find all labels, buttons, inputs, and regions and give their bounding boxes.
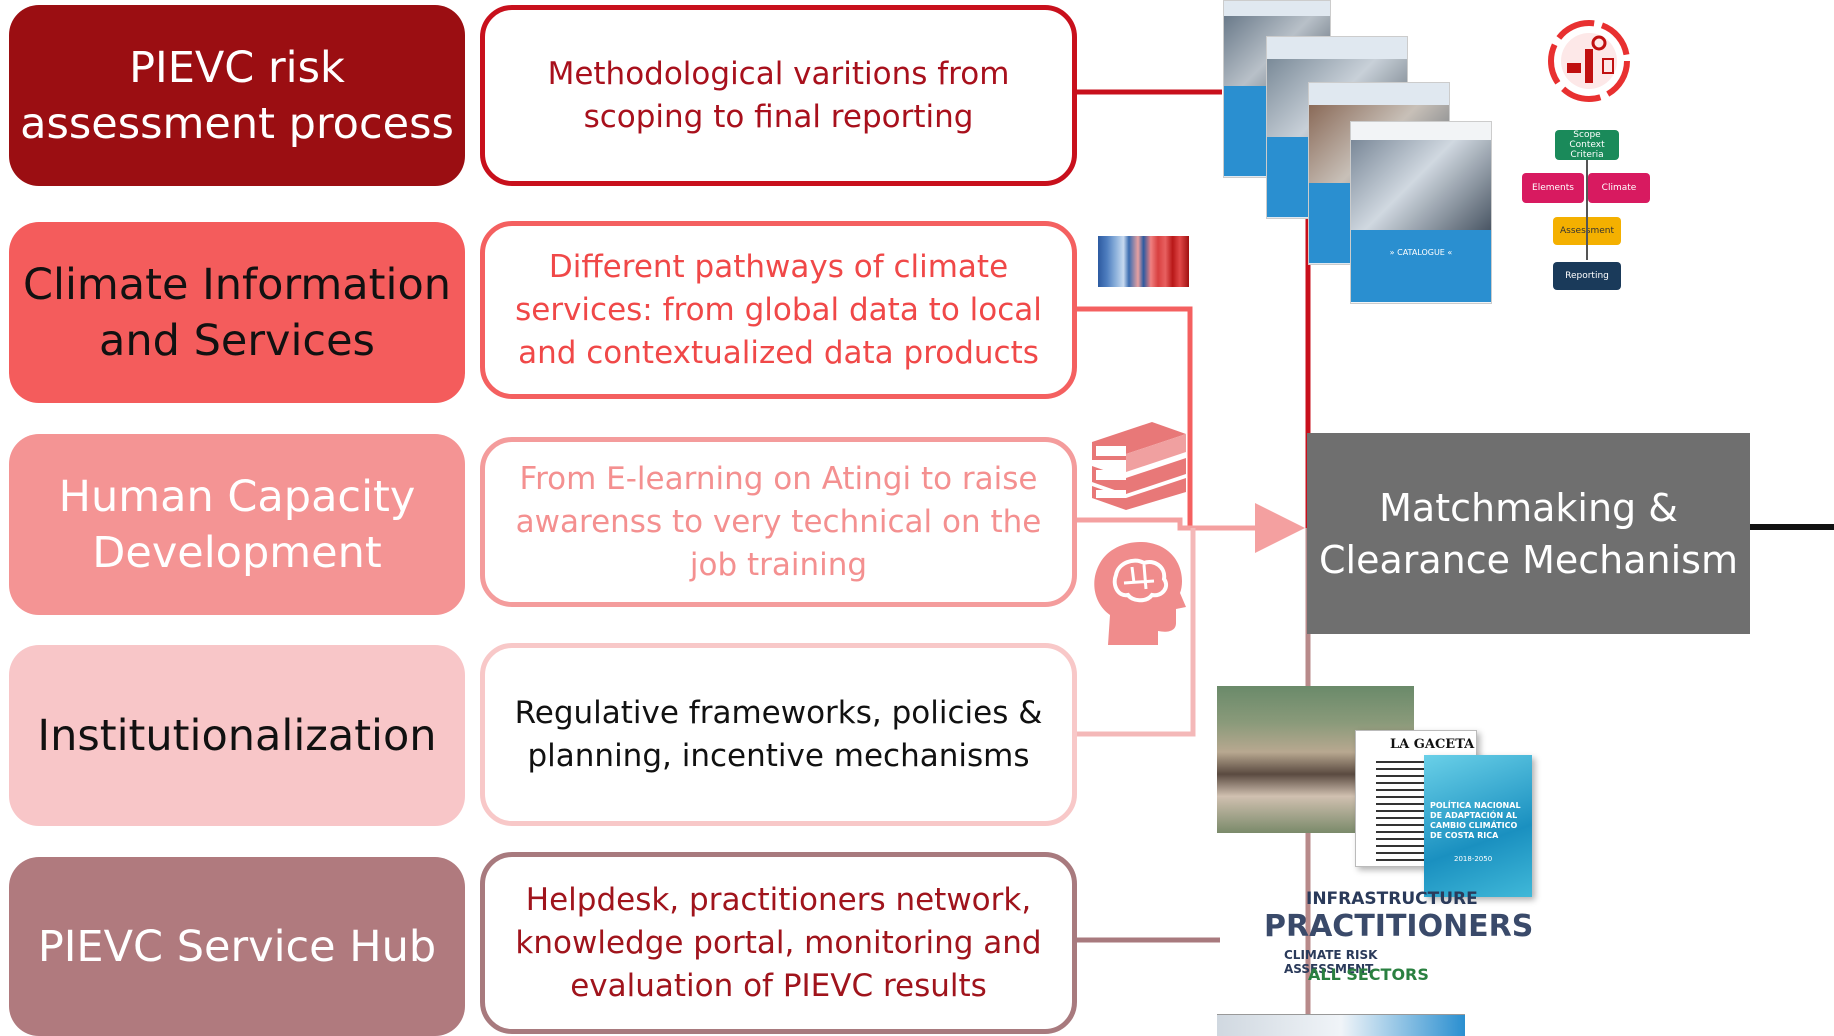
desc-institutionalization: Regulative frameworks, policies & planni… — [480, 643, 1077, 826]
step-reporting: Reporting — [1553, 262, 1621, 290]
step-elements: Elements — [1522, 173, 1584, 203]
step-scope: Scope Context Criteria — [1555, 130, 1619, 160]
wordcloud-all-sectors: ALL SECTORS — [1308, 965, 1429, 984]
practitioners-wordcloud: INFRASTRUCTURE PRACTITIONERS CLIMATE RIS… — [1222, 887, 1533, 995]
policy-cover-years: 2018-2050 — [1454, 855, 1493, 863]
catalogue-label: » CATALOGUE « — [1389, 248, 1453, 257]
policy-document-cover: POLÍTICA NACIONAL DE ADAPTACIÓN AL CAMBI… — [1424, 755, 1532, 897]
desc-climate-information: Different pathways of climate services: … — [480, 221, 1077, 399]
process-flow-arrows — [1586, 160, 1588, 260]
pillar-climate-information: Climate Information and Services — [9, 222, 465, 403]
pillar-institutionalization: Institutionalization — [9, 645, 465, 826]
desc-risk-assessment: Methodological varitions from scoping to… — [480, 5, 1077, 186]
newspaper-title: LA GACETA — [1390, 737, 1475, 752]
brain-head-icon — [1094, 541, 1186, 645]
desc-service-hub: Helpdesk, practitioners network, knowled… — [480, 852, 1077, 1034]
wordcloud-climate-risk: CLIMATE RISK ASSESSMENT — [1284, 948, 1378, 976]
output-line — [1750, 524, 1834, 530]
portal-screenshot — [1217, 1014, 1465, 1036]
pillar-human-capacity: Human Capacity Development — [9, 434, 465, 615]
pillar-risk-assessment: PIEVC risk assessment process — [9, 5, 465, 186]
warming-stripes-icon — [1098, 236, 1189, 287]
catalogue-cover: » CATALOGUE « — [1350, 121, 1492, 304]
policy-cover-title: POLÍTICA NACIONAL DE ADAPTACIÓN AL CAMBI… — [1430, 801, 1521, 840]
desc-human-capacity: From E-learning on Atingi to raise aware… — [480, 437, 1077, 607]
risk-cycle-icon — [1548, 20, 1630, 102]
books-icon — [1092, 422, 1186, 510]
step-climate: Climate — [1588, 173, 1650, 203]
pillar-service-hub: PIEVC Service Hub — [9, 857, 465, 1036]
wordcloud-infrastructure: INFRASTRUCTURE — [1306, 889, 1478, 909]
matchmaking-mechanism-box: Matchmaking & Clearance Mechanism — [1307, 433, 1750, 634]
wordcloud-practitioners: PRACTITIONERS — [1264, 909, 1534, 944]
